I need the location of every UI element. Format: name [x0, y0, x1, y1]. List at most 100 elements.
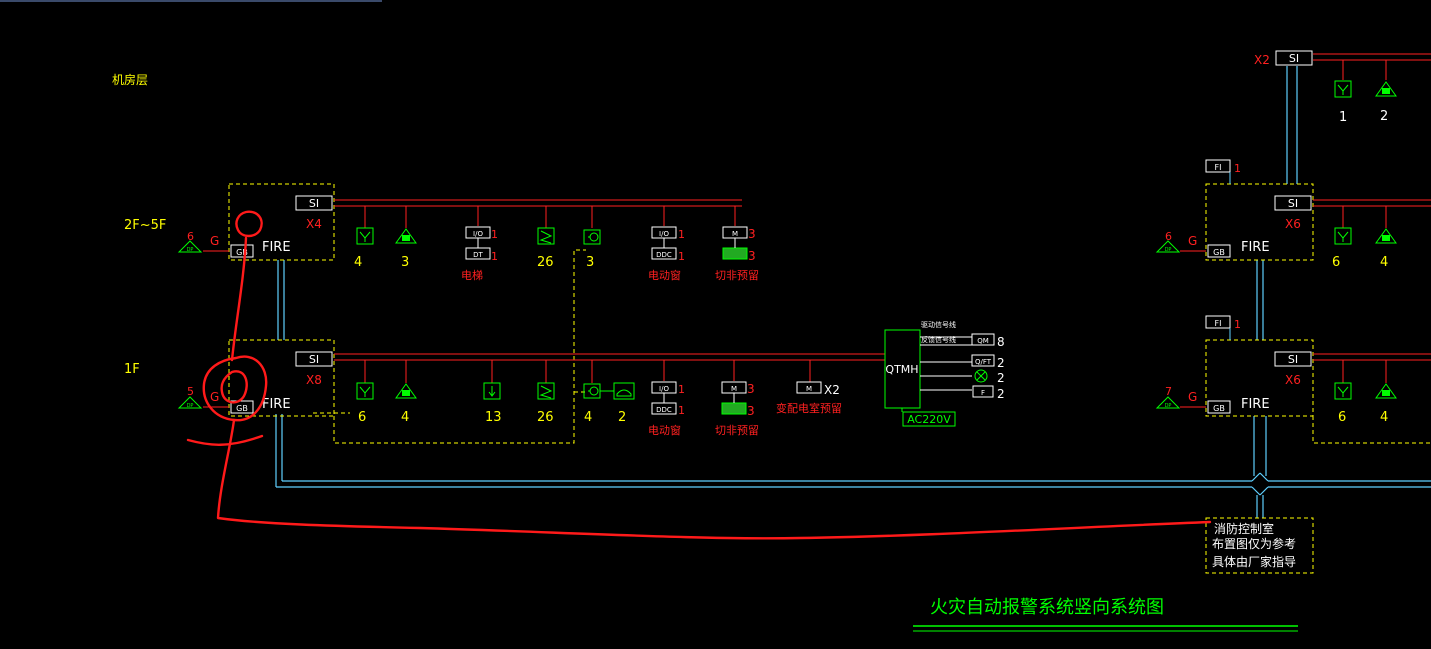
device-count: 4 [1380, 410, 1388, 425]
svg-text:DDC: DDC [656, 406, 672, 414]
io-count-bottom: 1 [678, 250, 685, 263]
fi-box-right-low: FI [1205, 315, 1231, 340]
device-label-electric-window: 电动窗 [648, 423, 681, 437]
svg-text:GB: GB [236, 248, 248, 257]
svg-text:QM: QM [977, 337, 989, 345]
telephone-icon [600, 382, 635, 400]
svg-text:M: M [732, 230, 738, 238]
device-count: 26 [537, 410, 554, 425]
bus-id-right-top: X2 [1254, 53, 1270, 67]
drawing-title: 火灾自动报警系统竖向系统图 [930, 597, 1164, 618]
ground-device-zone [333, 249, 586, 444]
window-edge [0, 0, 382, 2]
device-count: 3 [586, 255, 594, 270]
m-count-bottom: 3 [748, 249, 756, 263]
io-count-bottom: 1 [678, 404, 685, 417]
io-count-top: 1 [678, 383, 685, 396]
floor-label-ground: 1F [124, 362, 140, 377]
module-m-icon: M [796, 381, 822, 394]
svg-text:FI: FI [1215, 163, 1222, 172]
si-box-ground: SI [295, 351, 333, 367]
device-count: 1 [1339, 110, 1347, 125]
svg-text:M: M [731, 385, 737, 393]
output-qft-icon: Q/FT [971, 354, 995, 367]
signal-label-feedback: 反馈信号线 [921, 335, 956, 344]
fire-label-upper: FIRE [262, 240, 291, 255]
smoke-detector-icon [356, 382, 374, 400]
device-count: 13 [485, 410, 502, 425]
fi-count-right-mid: 1 [1234, 162, 1241, 175]
svg-text:SI: SI [309, 197, 319, 210]
io-module-icon: I/O DT [465, 226, 491, 260]
markup-large-circle [202, 355, 268, 422]
gb-box-ground: GB [230, 400, 254, 414]
control-room-line2: 布置图仅为参考 [1212, 536, 1296, 551]
svg-text:I/O: I/O [659, 385, 669, 393]
svg-text:GB: GB [1213, 248, 1225, 257]
control-room-line1: 消防控制室 [1214, 521, 1274, 536]
smoke-detector-icon [1334, 80, 1352, 98]
device-label-power-cut-reserve: 切非预留 [715, 424, 759, 437]
hand-markup [186, 210, 1212, 540]
floor-label-upper: 2F~5F [124, 218, 166, 233]
svg-text:DP: DP [1165, 247, 1172, 253]
io-count-top: 1 [678, 228, 685, 241]
g-label-right-low: G [1188, 390, 1197, 404]
manual-alarm-icon [1375, 228, 1397, 244]
svg-text:FI: FI [1215, 319, 1222, 328]
si-box-right-low: SI [1274, 351, 1312, 367]
fire-label-right-mid: FIRE [1241, 240, 1270, 255]
fi-count-right-low: 1 [1234, 318, 1241, 331]
output-count: 2 [997, 371, 1005, 385]
svg-text:DP: DP [187, 247, 194, 253]
fire-panel-box-ground [228, 339, 335, 417]
fire-label-right-low: FIRE [1241, 397, 1270, 412]
manual-alarm-icon [395, 383, 417, 399]
svg-text:SI: SI [309, 353, 319, 366]
m-count-top: X2 [824, 383, 840, 397]
si-box-right-mid: SI [1274, 195, 1312, 211]
output-light-icon [974, 369, 988, 383]
manual-alarm-icon [1375, 383, 1397, 399]
module-m-icon: M [721, 381, 747, 415]
bus-id-upper: X4 [306, 217, 322, 231]
heat-detector-icon [537, 382, 555, 400]
control-room-box [1205, 517, 1314, 574]
control-room-line3: 具体由厂家指导 [1212, 554, 1296, 569]
right-low-device-zone [1312, 416, 1431, 444]
manual-alarm-icon [395, 228, 417, 244]
device-count: 26 [537, 255, 554, 270]
m-count-top: 3 [747, 382, 755, 396]
bus-id-ground: X8 [306, 373, 322, 387]
left-trunk [275, 260, 1431, 488]
svg-text:QTMH: QTMH [885, 363, 918, 376]
svg-text:SI: SI [1288, 353, 1298, 366]
svg-text:DT: DT [473, 251, 483, 259]
markup-small-circle [235, 210, 263, 238]
svg-text:Q/FT: Q/FT [975, 358, 992, 366]
io-module-icon: I/O DDC [651, 226, 677, 260]
device-count: 6 [1338, 410, 1346, 425]
g-label-ground: G [210, 390, 219, 404]
gb-box-right-mid: GB [1207, 244, 1231, 258]
output-box-icon: QM [971, 333, 995, 346]
output-count: 8 [997, 335, 1005, 349]
device-count: 2 [1380, 109, 1388, 124]
svg-text:SI: SI [1289, 52, 1299, 65]
bus-id-right-mid: X6 [1285, 217, 1301, 231]
device-count: 4 [1380, 255, 1388, 270]
io-count-bottom: 1 [491, 250, 498, 263]
svg-text:F: F [981, 389, 985, 397]
manual-alarm-icon [1375, 81, 1397, 97]
gb-box-right-low: GB [1207, 400, 1231, 414]
output-fan-icon: F [972, 385, 994, 398]
device-label-power-cut-reserve: 切非预留 [715, 269, 759, 282]
device-count: 4 [584, 410, 592, 425]
dp-count-ground: 5 [187, 385, 194, 398]
dp-icon-upper: DP [177, 240, 203, 253]
right-trunk [1251, 66, 1298, 518]
markup-connection-line [216, 236, 1212, 540]
device-count: 6 [1332, 255, 1340, 270]
signal-label-drive: 驱动信号线 [921, 320, 956, 329]
